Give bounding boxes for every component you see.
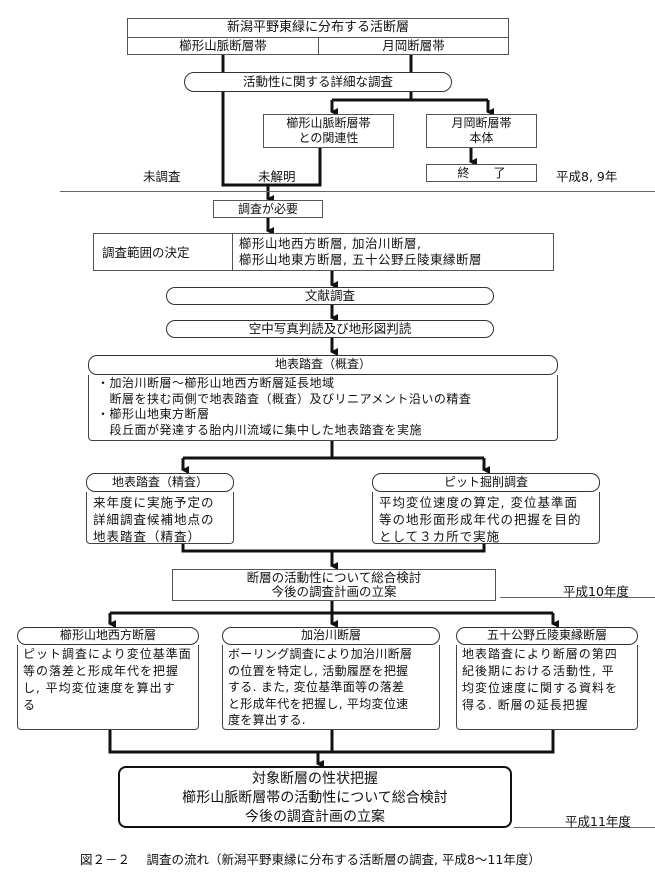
unresolved-label: 未解明: [258, 169, 296, 184]
tsukioka-line-2: 本体: [469, 131, 494, 145]
final-line-2: 櫛形山脈断層帯の活動性について総合検討: [182, 790, 448, 806]
scope-label: 調査範囲の決定: [94, 234, 233, 270]
pit-line-3: として３カ所で実施: [379, 529, 501, 544]
fault-zone-left-label: 櫛形山脈断層帯: [179, 38, 267, 53]
scope-line-2: 櫛形山地東方断層, 五十公野丘陵東縁断層: [239, 252, 482, 267]
tsukioka-line-1: 月岡断層帯: [451, 116, 512, 130]
scope-box: 調査範囲の決定 櫛形山地西方断層, 加治川断層, 櫛形山地東方断層, 五十公野丘…: [93, 233, 554, 271]
surface-general-title: 地表踏査（概査）: [274, 357, 371, 371]
fault-zone-right: 月岡断層帯: [318, 37, 509, 55]
literature-survey-pill: 文献調査: [166, 287, 494, 305]
surface-detail-title: 地表踏査（精査）: [111, 475, 208, 489]
detailed-survey-pill: 活動性に関する詳細な調査: [184, 72, 452, 92]
final-box: 対象断層の性状把握 櫛形山脈断層帯の活動性について総合検討 今後の調査計画の立案: [118, 766, 512, 828]
surface-detail-line-3: 地表踏査（精査）: [93, 529, 202, 544]
final-line-1: 対象断層の性状把握: [252, 771, 378, 787]
top-title-box: 新潟平野東緑に分布する活断層: [127, 18, 509, 38]
surface-detail-line-1: 来年度に実施予定の: [93, 495, 215, 510]
pit-line-1: 平均変位速度の算定, 変位基準面: [379, 495, 578, 510]
surface-detail-body: 来年度に実施予定の 詳細調査候補地点の 地表踏査（精査）: [86, 492, 234, 544]
end-box: 終 了: [426, 164, 537, 182]
period-divider-2: [500, 597, 655, 598]
scope-line-1: 櫛形山地西方断層, 加治川断層,: [239, 236, 422, 251]
surface-general-line-3: ・櫛形山地東方断層: [97, 407, 210, 421]
surface-general-line-1: ・加治川断層～櫛形山地西方断層延長地域: [97, 376, 335, 390]
branch-west-line-3: し, 平均変位速度を算出す: [23, 681, 176, 695]
fault-zone-right-label: 月岡断層帯: [382, 38, 445, 53]
review-1-line-2: 今後の調査計画の立案: [271, 584, 397, 599]
fault-zone-left: 櫛形山脈断層帯: [127, 37, 319, 55]
survey-needed-box: 調査が必要: [213, 200, 323, 218]
aerial-photo-label: 空中写真判読及び地形図判読: [248, 321, 412, 336]
pit-survey-header: ピット掘削調査: [372, 473, 600, 492]
final-line-3: 今後の調査計画の立案: [245, 809, 385, 825]
branch-kaji-line-5: 度を算出する.: [228, 713, 306, 727]
review-1-box: 断層の活動性について総合検討 今後の調査計画の立案: [172, 569, 496, 601]
branch-west-header: 櫛形山地西方断層: [17, 627, 199, 645]
surface-detail-header: 地表踏査（精査）: [86, 473, 234, 492]
branch-west-title: 櫛形山地西方断層: [59, 628, 156, 642]
unsurveyed-label: 未調査: [143, 169, 181, 184]
branch-ijimino-line-4: 得る. 断層の延長把握: [462, 698, 589, 712]
branch-ijimino-line-1: 地表踏査により断層の第四: [462, 647, 618, 661]
branch-kaji-line-3: する. また, 変位基準面等の落差: [228, 680, 405, 694]
branch-ijimino-header: 五十公野丘陵東縁断層: [456, 627, 638, 645]
period-h10-label: 平成10年度: [563, 584, 629, 599]
scope-targets: 櫛形山地西方断層, 加治川断層, 櫛形山地東方断層, 五十公野丘陵東縁断層: [233, 234, 488, 270]
branch-ijimino-line-2: 紀後期における活動性, 平: [462, 664, 615, 678]
period-divider-3: [514, 827, 655, 828]
survey-needed-label: 調査が必要: [237, 202, 298, 216]
connector-relation-down: [305, 148, 322, 187]
branch-kaji-line-2: の位置を特定し, 活動履歴を把握: [228, 663, 409, 678]
branch-kaji-line-4: と形成年代を把握し, 平均変位速: [228, 696, 409, 711]
relation-line-1: 櫛形山脈断層帯: [286, 116, 371, 130]
relation-line-2: との関連性: [298, 131, 359, 145]
period-divider-1: [60, 191, 655, 192]
surface-general-header: 地表踏査（概査）: [88, 355, 558, 375]
top-title: 新潟平野東緑に分布する活断層: [226, 20, 409, 35]
period-h8-h9-label: 平成8, 9年: [556, 169, 618, 184]
pit-line-2: 等の地形面形成年代の把握を目的: [379, 512, 582, 527]
branch-kaji-body: ボーリング調査により加治川断層 の位置を特定し, 活動履歴を把握 する. また,…: [222, 645, 440, 730]
connector-bottom-merge: [108, 729, 555, 754]
branch-west-line-4: る: [23, 698, 37, 712]
aerial-photo-pill: 空中写真判読及び地形図判読: [166, 320, 494, 338]
branch-ijimino-line-3: 均変位速度に関する資料を: [462, 681, 619, 695]
branch-west-line-2: 等の落差と形成年代を把握: [23, 664, 180, 678]
surface-general-body: ・加治川断層～櫛形山地西方断層延長地域 断層を挟む両側で地表踏査（概査）及びリニ…: [88, 375, 558, 441]
relation-box: 櫛形山脈断層帯 との関連性: [263, 114, 394, 148]
branch-ijimino-body: 地表踏査により断層の第四 紀後期における活動性, 平 均変位速度に関する資料を …: [456, 645, 638, 730]
branch-kaji-header: 加治川断層: [222, 627, 440, 645]
detailed-survey-label: 活動性に関する詳細な調査: [242, 74, 393, 89]
surface-general-line-2: 断層を挟む両側で地表踏査（概査）及びリニアメント沿いの精査: [97, 391, 472, 406]
tsukioka-main-box: 月岡断層帯 本体: [426, 114, 537, 148]
branch-ijimino-title: 五十公野丘陵東縁断層: [486, 628, 607, 642]
branch-west-line-1: ピット調査により変位基準面: [23, 647, 192, 661]
connector-surface-split: [183, 440, 484, 460]
pit-survey-title: ピット掘削調査: [443, 475, 528, 489]
figure-caption: 図２－２ 調査の流れ（新潟平野東縁に分布する活断層の調査, 平成8～11年度）: [80, 852, 541, 867]
connector-review1-split: [110, 600, 553, 615]
surface-general-line-4: 段丘面が発達する胎内川流域に集中した地表踏査を実施: [97, 422, 423, 437]
branch-kaji-title: 加治川断層: [300, 628, 361, 642]
end-label: 終 了: [457, 166, 506, 180]
surface-detail-line-2: 詳細調査候補地点の: [93, 512, 215, 527]
branch-kaji-line-1: ボーリング調査により加治川断層: [228, 647, 413, 661]
pit-survey-body: 平均変位速度の算定, 変位基準面 等の地形面形成年代の把握を目的 として３カ所で…: [372, 492, 600, 544]
period-h11-label: 平成11年度: [565, 814, 631, 829]
connector-left-trunk: [221, 54, 305, 187]
literature-survey-label: 文献調査: [304, 288, 355, 303]
branch-west-body: ピット調査により変位基準面 等の落差と形成年代を把握 し, 平均変位速度を算出す…: [17, 645, 199, 730]
review-1-line-1: 断層の活動性について総合検討: [246, 570, 422, 585]
connector-split: [332, 92, 488, 102]
